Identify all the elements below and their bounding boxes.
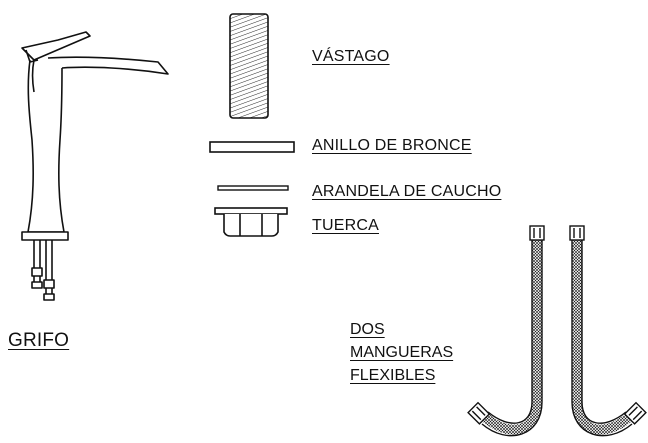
label-mangueras-flexibles: DOS MANGUERAS FLEXIBLES	[350, 318, 453, 387]
label-mangueras-line-1: DOS	[350, 321, 385, 338]
label-mangueras-line-2: MANGUERAS	[350, 344, 454, 361]
label-vastago: VÁSTAGO	[312, 48, 390, 65]
flexible-hoses-drawing	[467, 225, 647, 437]
label-tuerca: TUERCA	[312, 217, 379, 234]
rubber-washer-drawing	[217, 185, 289, 191]
stem-drawing	[229, 13, 269, 119]
nut-drawing	[214, 207, 288, 237]
label-arandela-de-caucho: ARANDELA DE CAUCHO	[312, 183, 502, 200]
bronze-ring-drawing	[209, 141, 295, 153]
faucet-drawing	[21, 31, 169, 301]
label-grifo: GRIFO	[8, 330, 70, 351]
label-mangueras-line-3: FLEXIBLES	[350, 367, 436, 384]
label-anillo-de-bronce: ANILLO DE BRONCE	[312, 137, 472, 154]
